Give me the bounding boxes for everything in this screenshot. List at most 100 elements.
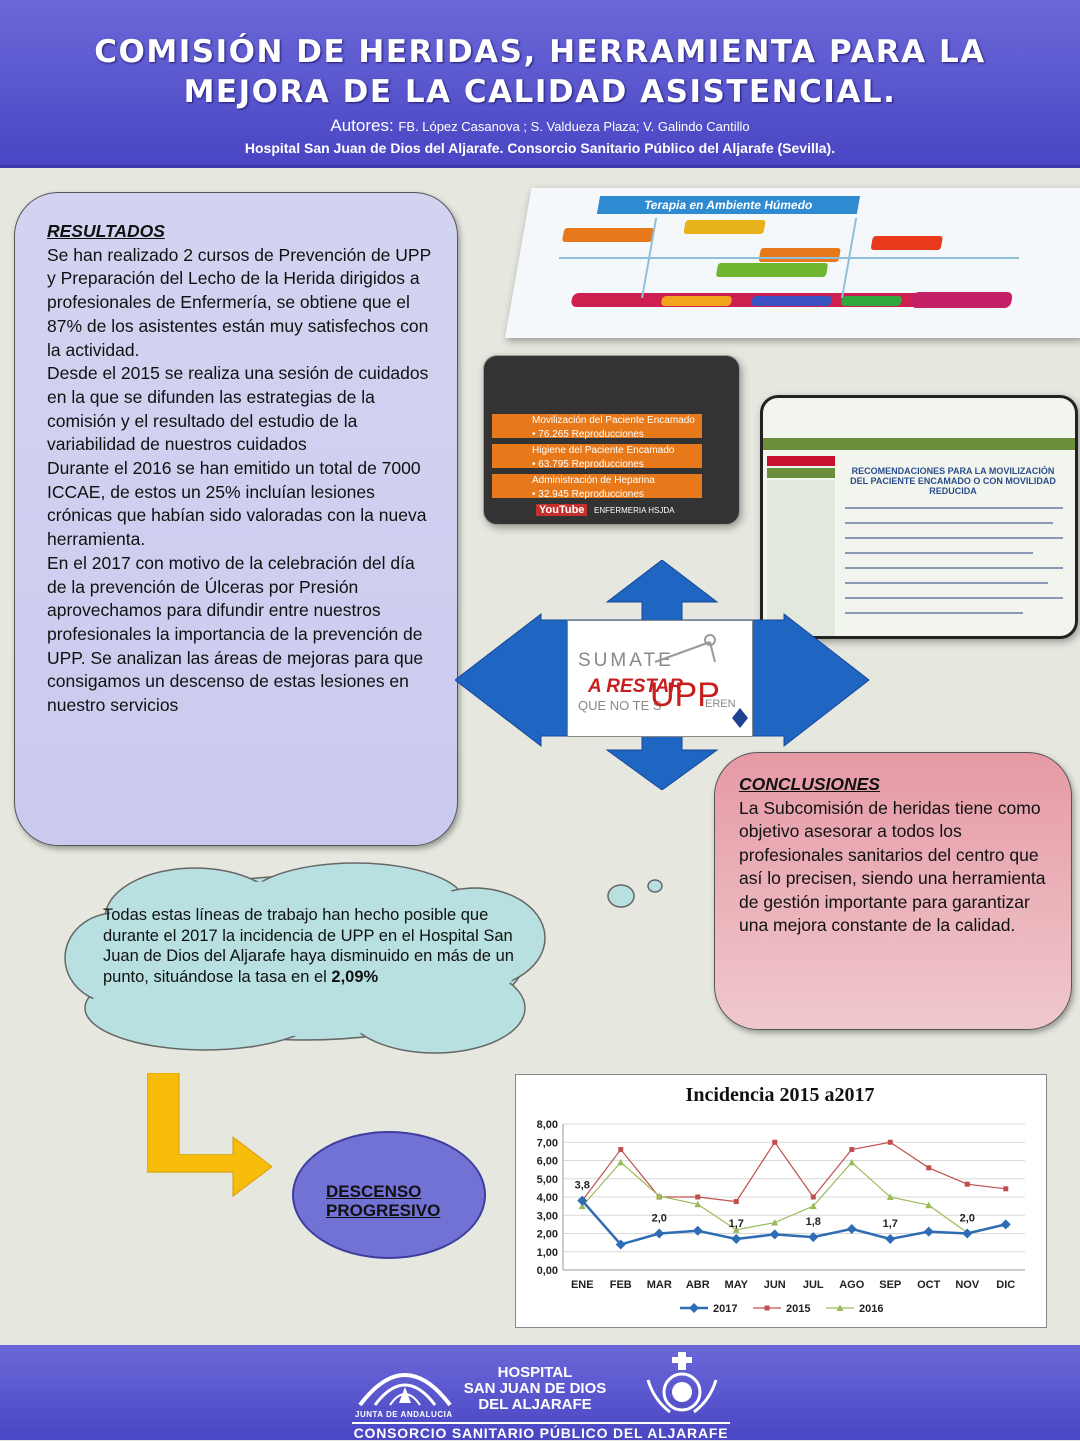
point-2015	[810, 1194, 816, 1200]
hospital-emblem-icon	[732, 708, 748, 728]
resultados-paragraph-2: Desde el 2015 se realiza una sesión de c…	[47, 363, 429, 455]
video-row-2: Higiene del Paciente Encamado • 63.795 R…	[492, 444, 702, 470]
y-tick-label: 2,00	[537, 1229, 558, 1241]
youtube-logo: YouTube	[536, 504, 588, 516]
video-row-1-sub: • 76.265 Reproducciones	[532, 429, 644, 440]
resultados-paragraph-1: Se han realizado 2 cursos de Prevención …	[47, 244, 431, 360]
x-tick-label: ABR	[686, 1279, 710, 1291]
legend-marker-2016	[836, 1304, 844, 1311]
point-2017	[846, 1223, 857, 1234]
series-line-2016	[581, 1161, 1006, 1234]
point-2015	[964, 1181, 970, 1187]
x-tick-label: AGO	[839, 1279, 865, 1291]
legend-label-2017: 2017	[713, 1303, 737, 1315]
logo-que-no-te: QUE NO TE S	[578, 698, 662, 713]
point-2017	[885, 1233, 896, 1244]
web-nav-bar	[763, 438, 1075, 450]
point-2017	[962, 1228, 973, 1239]
terapia-infographic-graphic	[558, 218, 1020, 308]
descenso-line-2: PROGRESIVO	[326, 1201, 441, 1220]
point-2015	[772, 1139, 778, 1145]
point-2016	[732, 1226, 740, 1233]
point-2017	[808, 1232, 819, 1243]
yellow-down-right-arrow	[147, 1073, 273, 1198]
series-line-2015	[581, 1141, 1006, 1203]
web-page-lines	[767, 456, 1063, 636]
x-tick-label: FEB	[610, 1279, 632, 1291]
patient-bed-icon	[654, 634, 716, 663]
x-tick-label: NOV	[955, 1279, 980, 1291]
point-2016	[771, 1219, 779, 1226]
footer-hospital-name: HOSPITAL SAN JUAN DE DIOS DEL ALJARAFE	[455, 1365, 615, 1413]
sumate-logo-box	[567, 620, 753, 737]
video-row-1: Movilización del Paciente Encamado • 76.…	[492, 414, 702, 440]
junta-andalucia-logo	[358, 1373, 452, 1407]
web-recomendaciones-image: RECOMENDACIONES PARA LA MOVILIZACIÓN DEL…	[760, 395, 1078, 639]
footer-consorcio: CONSORCIO SANITARIO PÚBLICO DEL ALJARAFE	[352, 1422, 730, 1441]
point-2017	[923, 1226, 934, 1237]
point-2015	[849, 1147, 855, 1153]
title-line-2: MEJORA DE LA CALIDAD ASISTENCIAL.	[183, 74, 897, 110]
thought-cloud	[64, 862, 663, 1054]
poster-title: COMISIÓN DE HERIDAS, HERRAMIENTA PARA LA…	[0, 0, 1080, 112]
video-row-1-title: Movilización del Paciente Encamado	[532, 415, 695, 426]
point-2017	[654, 1228, 665, 1239]
junta-label: JUNTA DE ANDALUCIA	[355, 1410, 453, 1419]
data-label: 1,7	[883, 1218, 898, 1230]
chart-container	[515, 1074, 1047, 1328]
logo-upp: UPP	[650, 676, 720, 714]
conclusiones-text-block: CONCLUSIONES La Subcomisión de heridas t…	[739, 773, 1059, 938]
point-2016	[925, 1201, 933, 1209]
y-tick-label: 8,00	[537, 1119, 558, 1131]
footer-banner	[0, 1345, 1080, 1440]
video-row-3-title: Administración de Heparina	[532, 475, 655, 486]
point-2017	[615, 1239, 626, 1250]
y-tick-label: 4,00	[537, 1192, 558, 1204]
video-row-2-sub: • 63.795 Reproducciones	[532, 459, 644, 470]
point-2015	[926, 1165, 932, 1171]
x-tick-label: JUN	[764, 1279, 786, 1291]
point-2015	[618, 1147, 624, 1153]
footer-hospital-line-1: HOSPITAL	[497, 1364, 573, 1381]
point-2017	[769, 1229, 780, 1240]
descenso-text: DESCENSO PROGRESIVO	[326, 1182, 440, 1220]
cloud-text-body: Todas estas líneas de trabajo han hecho …	[103, 906, 514, 986]
point-2016	[886, 1193, 894, 1200]
video-row-3: Administración de Heparina • 32.945 Repr…	[492, 474, 702, 500]
point-2017	[577, 1195, 588, 1206]
web-heading: RECOMENDACIONES PARA LA MOVILIZACIÓN DEL…	[850, 466, 1056, 496]
x-tick-label: OCT	[917, 1279, 941, 1291]
point-2016	[809, 1202, 817, 1210]
point-2017	[1000, 1219, 1011, 1230]
point-2015	[695, 1194, 701, 1200]
video-row-2-title: Higiene del Paciente Encamado	[532, 445, 675, 456]
data-label: 2,0	[652, 1213, 667, 1225]
y-tick-label: 3,00	[537, 1210, 558, 1222]
point-2015	[733, 1199, 739, 1205]
data-label: 3,8	[575, 1180, 590, 1192]
x-tick-label: ENE	[571, 1279, 594, 1291]
video-channel: ENFERMERIA HSJDA	[594, 506, 675, 515]
data-label: 1,7	[729, 1218, 744, 1230]
point-2016	[617, 1158, 625, 1166]
logo-sumate: SUMATE	[578, 650, 674, 671]
y-tick-label: 5,00	[537, 1174, 558, 1186]
series-line-2017	[581, 1199, 1007, 1246]
point-2017	[692, 1225, 703, 1236]
data-label: 2,0	[960, 1213, 975, 1225]
authors-line: Autores: FB. López Casanova ; S. Valduez…	[0, 116, 1080, 136]
conclusiones-panel: CONCLUSIONES La Subcomisión de heridas t…	[714, 752, 1072, 1030]
point-2016	[694, 1200, 702, 1208]
x-tick-label: MAR	[647, 1279, 672, 1291]
logo-eren: EREN	[705, 698, 736, 710]
authors-label: Autores:	[330, 116, 394, 135]
resultados-text: RESULTADOS Se han realizado 2 cursos de …	[47, 220, 432, 718]
point-2017	[731, 1233, 742, 1244]
point-2016	[578, 1202, 586, 1210]
legend-marker-2015	[764, 1305, 770, 1311]
conclusiones-text: La Subcomisión de heridas tiene como obj…	[739, 797, 1046, 936]
resultados-panel: RESULTADOS Se han realizado 2 cursos de …	[14, 192, 458, 846]
x-tick-label: MAY	[725, 1279, 749, 1291]
data-label: 1,8	[806, 1216, 821, 1228]
resultados-paragraph-3: Durante el 2016 se han emitido un total …	[47, 458, 427, 550]
